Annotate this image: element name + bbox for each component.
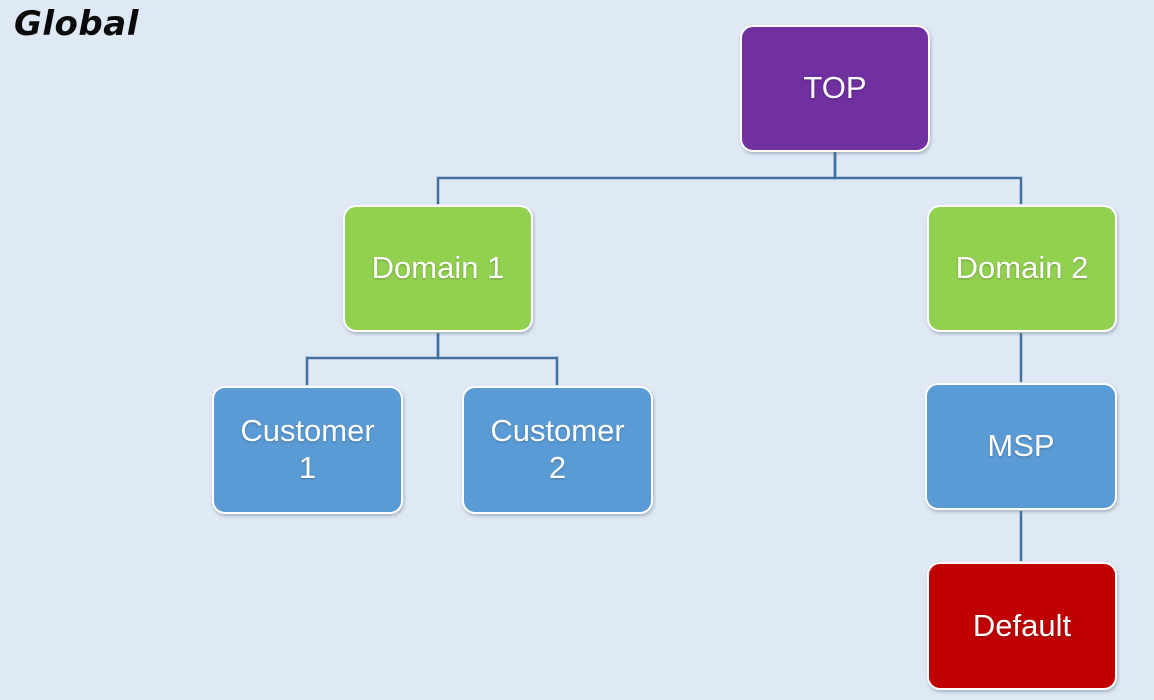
page-title: Global (14, 4, 139, 44)
node-domain-2-label: Domain 2 (955, 250, 1089, 286)
edge-domain1-customer2 (436, 333, 559, 385)
node-customer-1-label: Customer 1 (240, 413, 375, 485)
node-domain-1-label: Domain 1 (371, 250, 505, 286)
node-top-label: TOP (803, 70, 867, 106)
node-msp: MSP (925, 383, 1117, 510)
node-customer-2: Customer 2 (462, 386, 653, 514)
node-customer-2-label: Customer 2 (490, 413, 625, 485)
edge-top-domain2 (833, 152, 1023, 204)
node-domain-2: Domain 2 (927, 205, 1117, 332)
node-default: Default (927, 562, 1117, 690)
node-msp-label: MSP (987, 428, 1055, 464)
edge-top-domain1 (436, 152, 837, 204)
node-default-label: Default (972, 607, 1072, 643)
edge-domain1-customer1 (305, 333, 440, 385)
node-domain-1: Domain 1 (343, 205, 533, 332)
node-customer-1: Customer 1 (212, 386, 403, 514)
node-top: TOP (740, 25, 930, 152)
